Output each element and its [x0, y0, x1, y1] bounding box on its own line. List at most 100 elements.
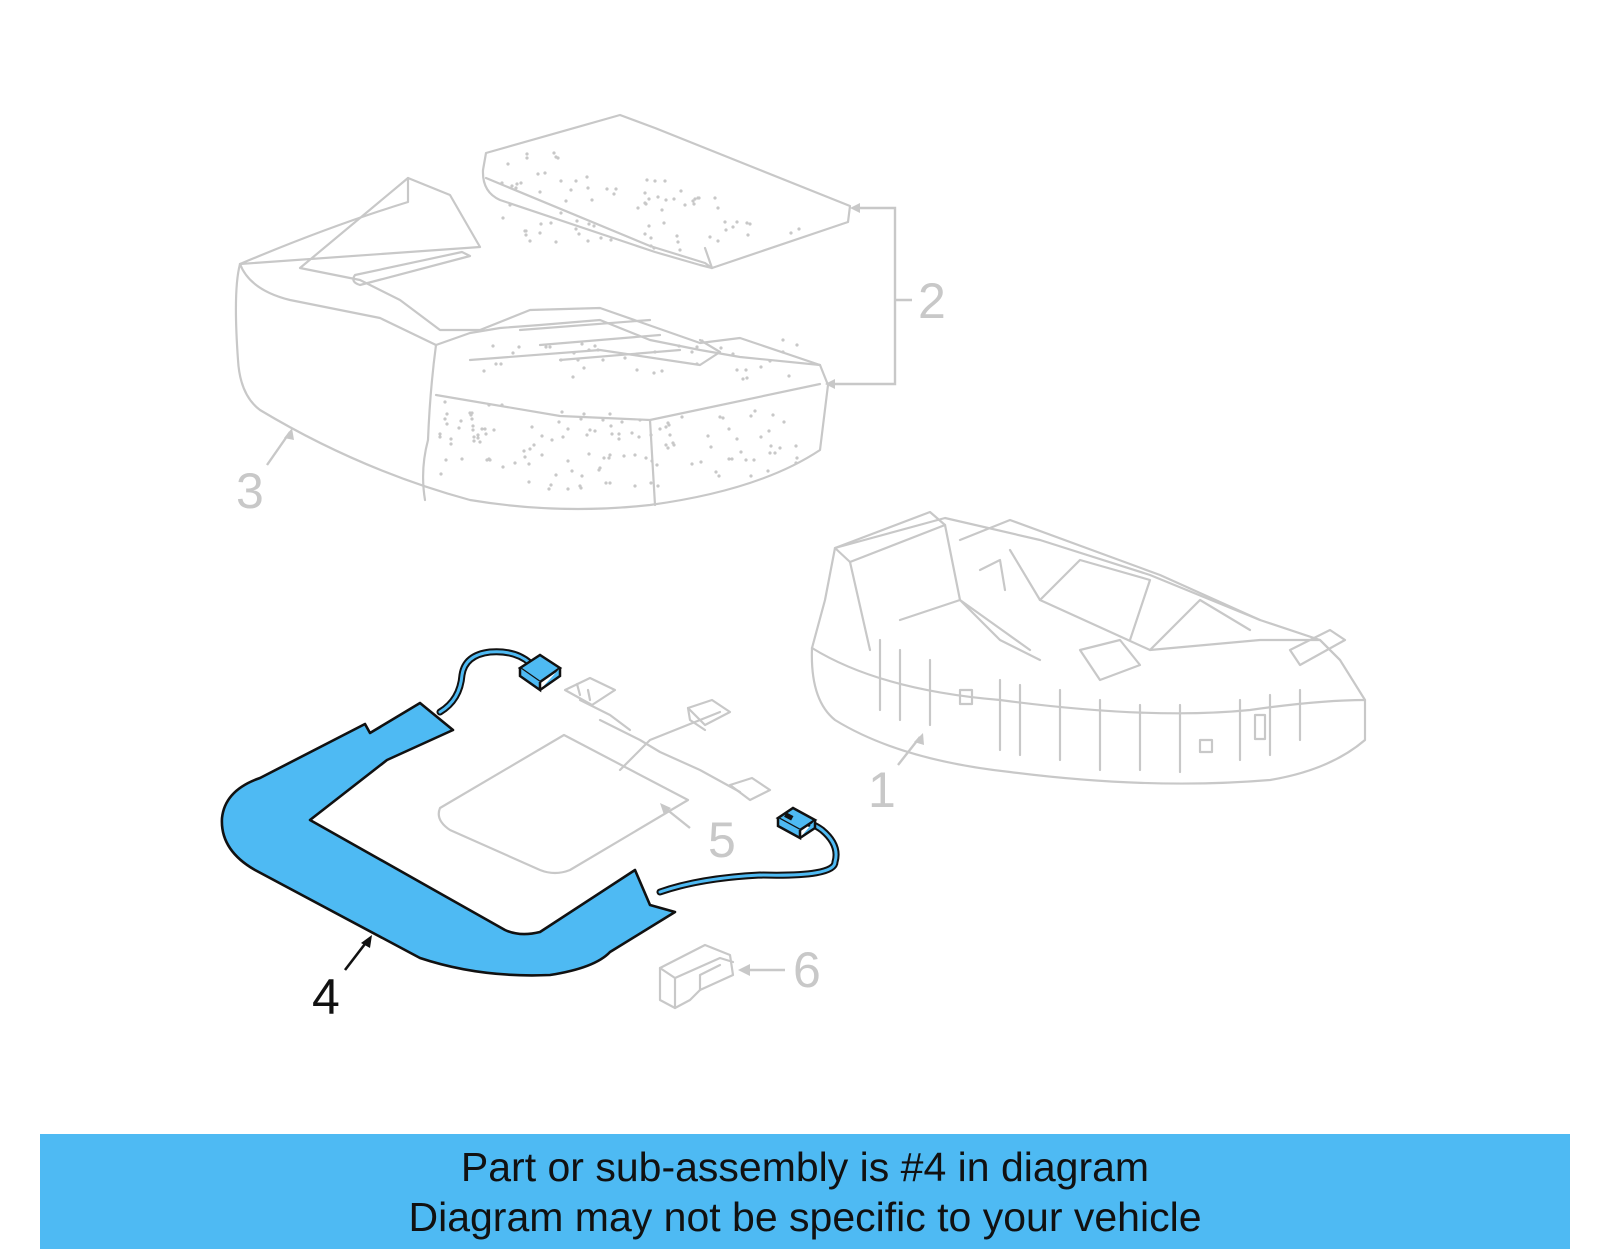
texture-dot — [724, 228, 728, 232]
texture-dot — [692, 202, 696, 206]
texture-dot — [645, 178, 649, 182]
texture-dot — [660, 208, 664, 212]
texture-dot — [617, 432, 621, 436]
texture-dot — [480, 427, 484, 431]
texture-dot — [727, 457, 731, 461]
texture-dot — [745, 376, 749, 380]
texture-dot — [656, 484, 660, 488]
texture-dot — [782, 420, 786, 424]
texture-dot — [574, 227, 578, 231]
texture-dot — [609, 424, 613, 428]
part-2-cushion-pad — [481, 113, 852, 270]
texture-dot — [735, 368, 739, 372]
texture-dot — [643, 201, 647, 205]
texture-dot — [746, 233, 750, 237]
part-6-connector — [658, 943, 735, 1010]
part-3-seat-cushion — [234, 176, 830, 511]
texture-dot — [656, 195, 660, 199]
texture-dot — [582, 412, 586, 416]
texture-dot — [579, 417, 583, 421]
texture-dot — [677, 344, 681, 348]
texture-dot — [587, 452, 591, 456]
texture-dot — [561, 435, 565, 439]
callout-4-label: 4 — [312, 969, 340, 1025]
texture-dot — [491, 344, 495, 348]
texture-dot — [753, 409, 757, 413]
texture-dot — [727, 427, 731, 431]
texture-dot — [713, 196, 717, 200]
texture-dot — [730, 457, 734, 461]
texture-dot — [472, 435, 476, 439]
texture-dot — [482, 369, 486, 373]
texture-dot — [643, 232, 647, 236]
texture-dot — [731, 352, 735, 356]
texture-dot — [487, 403, 491, 407]
texture-dot — [547, 487, 551, 491]
texture-dot — [637, 435, 641, 439]
texture-dot — [513, 461, 517, 465]
callout-5-label: 5 — [708, 812, 736, 868]
texture-dot — [660, 369, 664, 373]
texture-dot — [608, 412, 612, 416]
texture-dot — [499, 362, 503, 366]
texture-dot — [647, 197, 651, 201]
texture-dot — [548, 345, 552, 349]
texture-dot — [749, 474, 753, 478]
texture-dot — [511, 351, 515, 355]
texture-dot — [510, 184, 514, 188]
texture-dot — [538, 231, 542, 235]
texture-dot — [664, 198, 668, 202]
texture-dot — [540, 434, 544, 438]
texture-dot — [723, 220, 727, 224]
texture-dot — [506, 162, 510, 166]
texture-dot — [636, 206, 640, 210]
texture-dot — [748, 222, 752, 226]
texture-dot — [695, 362, 699, 366]
texture-dot — [633, 453, 637, 457]
texture-dot — [539, 222, 543, 226]
texture-dot — [554, 240, 558, 244]
texture-dot — [695, 345, 699, 349]
texture-dot — [759, 365, 763, 369]
texture-dot — [528, 239, 532, 243]
texture-dot — [653, 179, 657, 183]
texture-dot — [500, 181, 504, 185]
texture-dot — [586, 239, 590, 243]
texture-dot — [492, 428, 496, 432]
texture-dot — [471, 428, 475, 432]
callout-5-leader — [664, 807, 691, 829]
texture-dot — [593, 344, 597, 348]
texture-dot — [523, 229, 527, 233]
texture-dot — [585, 175, 589, 179]
texture-dot — [690, 350, 694, 354]
texture-dot — [699, 460, 703, 464]
texture-dot — [487, 457, 491, 461]
texture-dot — [478, 440, 482, 444]
texture-dot — [649, 236, 653, 240]
texture-dot — [664, 425, 668, 429]
texture-dot — [501, 216, 505, 220]
texture-dot — [580, 474, 584, 478]
texture-dot — [576, 358, 580, 362]
texture-dot — [744, 368, 748, 372]
texture-dot — [601, 418, 605, 422]
texture-dot — [501, 465, 505, 469]
texture-dot — [500, 403, 504, 407]
texture-dot — [554, 473, 558, 477]
texture-dot — [523, 455, 527, 459]
texture-dot — [571, 375, 575, 379]
texture-dot — [483, 427, 487, 431]
texture-dot — [484, 432, 488, 436]
texture-dot — [752, 458, 756, 462]
texture-dot — [536, 172, 540, 176]
texture-dot — [744, 458, 748, 462]
texture-dot — [649, 244, 653, 248]
texture-dot — [666, 446, 670, 450]
texture-dot — [552, 151, 556, 155]
texture-dot — [650, 459, 654, 463]
texture-dot — [543, 171, 547, 175]
texture-dot — [708, 235, 712, 239]
texture-dot — [693, 197, 697, 201]
texture-dot — [566, 459, 570, 463]
texture-dot — [717, 474, 721, 478]
